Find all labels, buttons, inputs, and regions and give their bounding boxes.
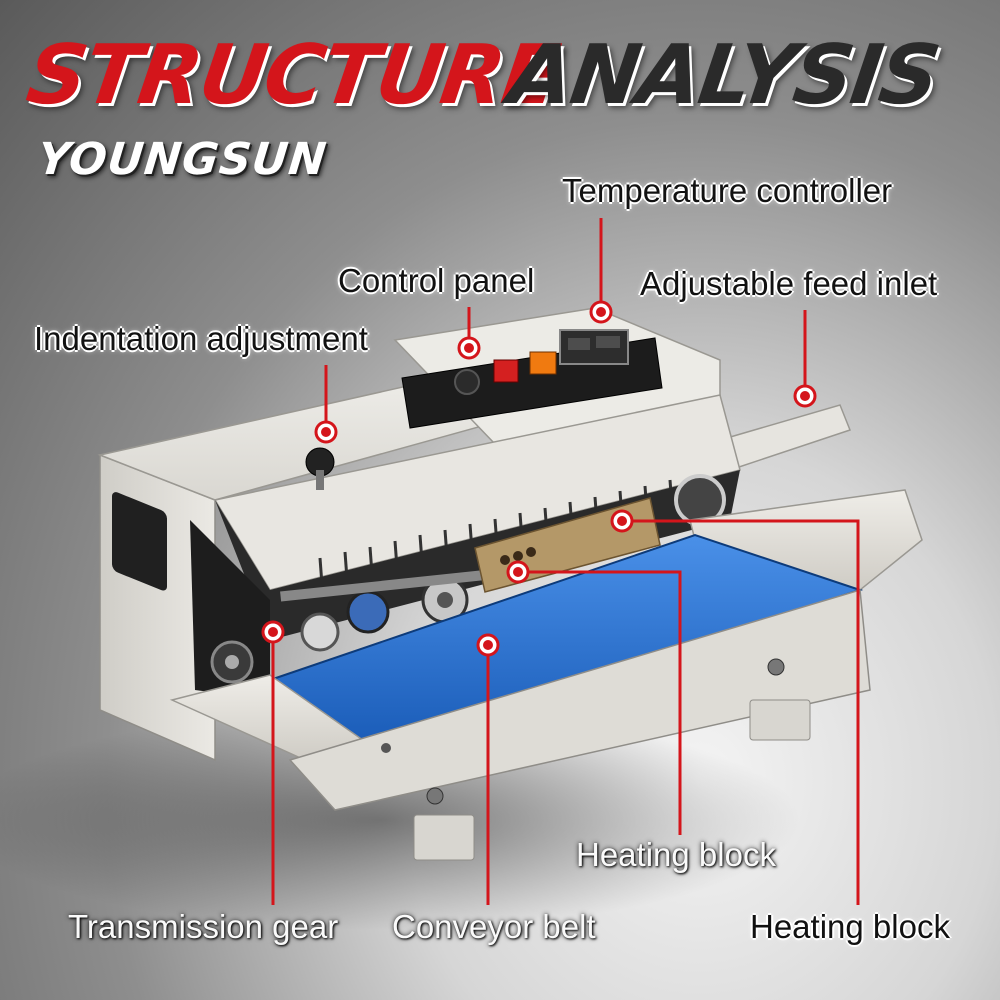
side-handle-slot [112, 492, 167, 591]
frame-screw-1 [381, 743, 391, 753]
label-temperature-controller: Temperature controller [562, 172, 893, 209]
label-adjustable-feed-inlet: Adjustable feed inlet [640, 265, 938, 302]
title-analysis: ANALYSIS [503, 28, 944, 123]
label-heating-block-2: Heating block [750, 908, 950, 945]
floor-shadow [0, 710, 800, 930]
callout-line-heating-block-2 [622, 519, 860, 905]
callout-line-heating-block-1 [518, 570, 682, 835]
frame-screw-3 [767, 658, 785, 676]
front-foot-left [413, 814, 475, 861]
display-digits-right [596, 336, 620, 348]
marker-conveyor-belt [476, 633, 500, 657]
label-indentation-adjustment: Indentation adjustment [34, 320, 368, 357]
label-transmission-gear: Transmission gear [68, 908, 339, 945]
label-heating-block-1: Heating block [576, 836, 776, 873]
heating-block-hole-2 [513, 551, 523, 561]
orange-switch [529, 351, 557, 375]
marker-heating-block-2 [610, 509, 634, 533]
marker-feed-inlet [793, 384, 817, 408]
marker-indentation [314, 420, 338, 444]
transmission-gears [210, 568, 500, 684]
conveyor-frame-front [288, 589, 871, 811]
callout-markers [261, 300, 817, 657]
heating-block-hole-1 [500, 555, 510, 565]
marker-heating-block-1 [506, 560, 530, 584]
brand-name: YOUNGSUN [35, 134, 330, 185]
label-conveyor-belt: Conveyor belt [392, 908, 596, 945]
label-control-panel: Control panel [338, 262, 535, 299]
marker-transmission-gear [261, 620, 285, 644]
red-switch [493, 359, 519, 383]
marker-temperature-controller [589, 300, 613, 324]
display-digits-left [568, 338, 590, 350]
marker-control-panel [457, 336, 481, 360]
control-knob [454, 369, 480, 395]
indentation-screw [316, 470, 324, 490]
heating-block-hole-3 [526, 547, 536, 557]
frame-screw-2 [426, 787, 444, 805]
front-foot-right [749, 699, 811, 741]
title-structure: STRUCTURE [21, 28, 564, 123]
